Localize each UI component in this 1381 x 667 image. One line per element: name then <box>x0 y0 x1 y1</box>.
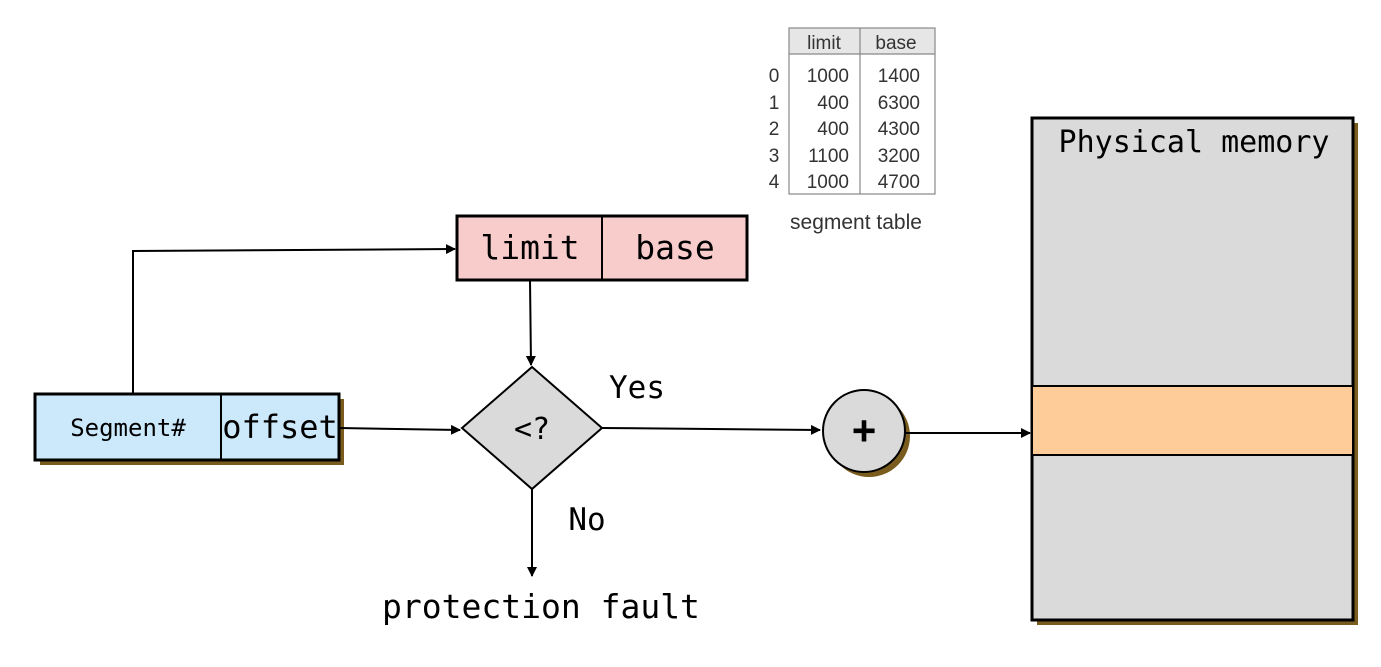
compare-diamond: <? <box>460 365 604 491</box>
segment-table-row-base: 1400 <box>878 66 920 87</box>
adder-circle: + <box>822 389 910 477</box>
segment-table-row-base: 3200 <box>878 146 920 167</box>
segment-table-row-limit: 400 <box>817 93 849 114</box>
segment-table-row-limit: 1000 <box>807 66 849 87</box>
compare-yes-arrow <box>601 424 821 435</box>
segment-table-row-limit: 1100 <box>808 146 849 167</box>
segment-table-row-index: 4 <box>769 172 780 193</box>
segment-table-row-limit: 1000 <box>807 172 849 193</box>
connectors <box>132 244 1031 577</box>
segment-table-row-base: 6300 <box>878 93 920 114</box>
offset-to-compare-arrow <box>338 424 461 435</box>
physical-memory: Physical memory <box>1030 116 1358 625</box>
segment-table-row-limit: 400 <box>817 119 849 140</box>
logical-address-box: Segment# offset <box>33 392 344 465</box>
memory-segment <box>1031 385 1354 456</box>
segment-table-header-base: base <box>875 33 916 54</box>
limit-to-compare-arrow <box>525 279 536 366</box>
segment-table-row-base: 4300 <box>878 119 920 140</box>
adder-symbol: + <box>852 407 877 454</box>
segment-table-row-index: 0 <box>769 66 780 87</box>
no-label: No <box>568 502 605 538</box>
entry-base-label: base <box>635 228 714 267</box>
segment-table-caption: segment table <box>790 211 922 234</box>
segment-table-row-index: 2 <box>769 119 780 140</box>
segment-entry-box: limit base <box>455 214 749 282</box>
segment-table-row-base: 4700 <box>878 172 920 193</box>
physical-memory-title: Physical memory <box>1059 125 1330 160</box>
segment-table-row-index: 3 <box>769 146 780 167</box>
compare-symbol: <? <box>514 412 550 447</box>
offset-label: offset <box>222 408 338 446</box>
protection-fault-label: protection fault <box>382 587 700 626</box>
entry-limit-label: limit <box>480 228 579 267</box>
segment-table: limit base 0 1000 1400 1 400 6300 2 400 … <box>769 27 936 234</box>
segment-to-entry-arrow <box>132 244 456 394</box>
segment-number-label: Segment# <box>70 414 186 442</box>
yes-label: Yes <box>609 370 665 406</box>
segment-table-header-limit: limit <box>807 33 841 54</box>
segment-table-row-index: 1 <box>769 93 780 114</box>
